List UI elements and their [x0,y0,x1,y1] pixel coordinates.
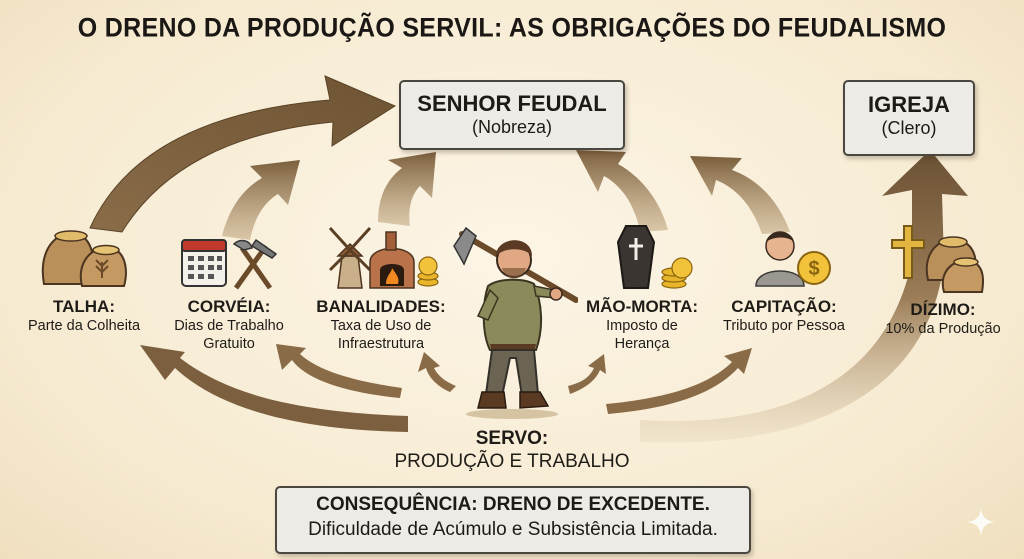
corveia-desc: Dias de Trabalho Gratuito [174,318,284,352]
capitacao-desc: Tributo por Pessoa [723,318,845,334]
arrow-servo-to-talha [140,345,408,432]
senhor-feudal-box: SENHOR FEUDAL (Nobreza) [399,80,625,150]
cross-sacks-icon [891,225,984,293]
servo-title: SERVO: [475,428,549,449]
arrow-servo-to-maomorta [568,354,606,394]
servo-label: SERVO: PRODUÇÃO E TRABALHO [372,428,652,474]
arrow-servo-to-banalidades [418,352,456,392]
corveia-name: CORVÉIA: [187,297,271,316]
consequence-title: CONSEQUÊNCIA: DRENO DE EXCEDENTE. [316,494,710,515]
arrow-talha-to-senhor [89,75,397,233]
capitacao-label: CAPITAÇÃO: Tributo por Pessoa [704,297,864,335]
capitacao-name: CAPITAÇÃO: [731,297,837,316]
maomorta-label: MÃO-MORTA: Imposto de Herança [572,297,712,353]
maomorta-name: MÃO-MORTA: [585,297,699,316]
arrow-servo-to-capitacao [606,348,752,414]
igreja-title: IGREJA [868,92,950,117]
talha-desc: Parte da Colheita [27,318,141,334]
corveia-label: CORVÉIA: Dias de Trabalho Gratuito [160,297,298,353]
person-coin-icon: $ [755,231,831,287]
arrow-servo-to-corveia [276,344,402,398]
svg-text:$: $ [808,258,819,280]
grain-sacks-icon [41,230,127,287]
senhor-title: SENHOR FEUDAL [417,91,607,116]
serf-with-hoe-icon [453,226,578,419]
dizimo-name: DÍZIMO: [910,300,976,319]
igreja-box: IGREJA (Clero) [843,80,975,156]
arrow-servo-to-igreja [640,150,968,443]
maomorta-desc: Imposto de Herança [606,318,678,352]
calendar-tools-icon [181,238,278,290]
igreja-subtitle: (Clero) [881,118,937,138]
banalidades-name: BANALIDADES: [316,297,446,316]
servo-subtitle: PRODUÇÃO E TRABALHO [394,451,630,472]
banalidades-desc: Taxa de Uso de Infraestrutura [330,318,432,352]
page-title: O DRENO DA PRODUÇÃO SERVIL: AS OBRIGAÇÕE… [77,12,947,44]
consequence-box: CONSEQUÊNCIA: DRENO DE EXCEDENTE. Dificu… [275,486,751,554]
arrow-capitacao-to-senhor [690,156,790,234]
banalidades-label: BANALIDADES: Taxa de Uso de Infraestrutu… [306,297,456,353]
coffin-coins-icon [616,225,693,289]
mill-oven-icon [328,226,439,289]
senhor-subtitle: (Nobreza) [471,117,553,137]
talha-name: TALHA: [53,297,115,316]
dizimo-label: DÍZIMO: 10% da Produção [868,300,1018,338]
talha-label: TALHA: Parte da Colheita [8,297,160,335]
arrow-banalidades-to-senhor [378,152,436,226]
arrow-corveia-to-senhor [222,160,300,240]
consequence-text: Dificuldade de Acúmulo e Subsistência Li… [308,519,718,540]
sparkle-icon [967,508,995,536]
arrow-maomorta-to-senhor [576,150,668,232]
dizimo-desc: 10% da Produção [885,321,1001,337]
